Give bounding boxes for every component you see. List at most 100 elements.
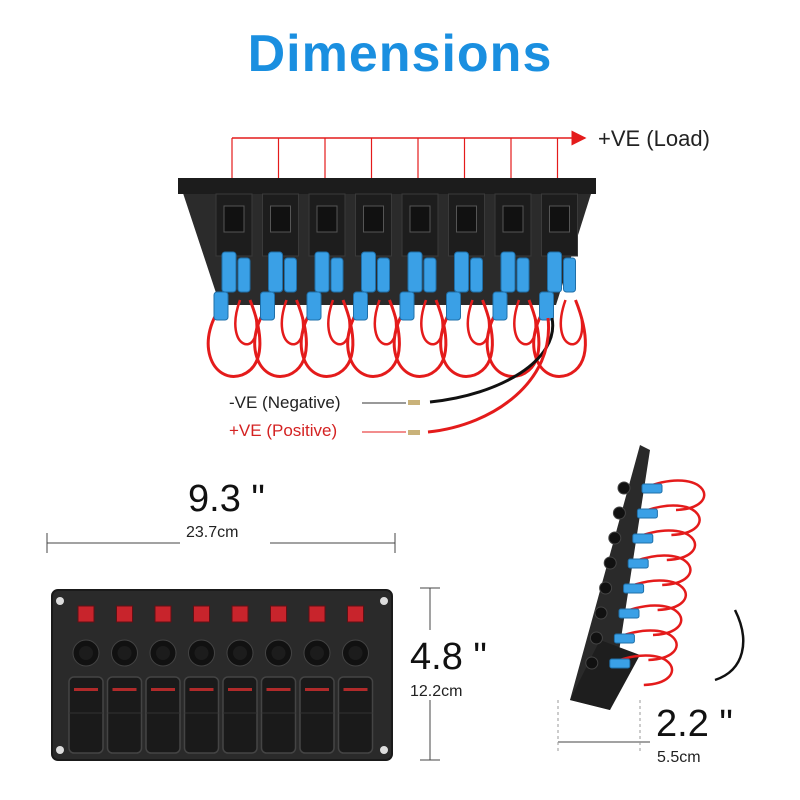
- width-dimension-line: [46, 533, 396, 553]
- side-fuse-knob: [617, 481, 631, 495]
- side-fuse-knob: [599, 581, 613, 595]
- depth-dimension-line: [557, 700, 650, 752]
- negative-label: -VE (Negative): [229, 393, 341, 412]
- blue-connector: [500, 251, 516, 293]
- wire-loop: [206, 299, 262, 378]
- switch-body: [262, 193, 299, 257]
- rocker-switches: [68, 676, 374, 754]
- switch-terminal: [549, 205, 570, 233]
- switch-terminal: [270, 205, 291, 233]
- depth-cm: 5.5cm: [657, 749, 701, 766]
- rocker-indicator: [343, 688, 368, 691]
- rocker-switch: [299, 676, 335, 754]
- blue-connector: [470, 257, 483, 293]
- rocker-indicator: [228, 688, 252, 691]
- blue-connector: [260, 291, 275, 321]
- fuse-cap: [310, 646, 324, 660]
- height-dimension-line: [420, 587, 440, 761]
- rocker-indicator: [112, 688, 137, 691]
- side-connector: [613, 633, 635, 644]
- rocker-switch: [145, 676, 181, 754]
- side-panel-view: [570, 445, 745, 710]
- blue-connector: [221, 251, 237, 293]
- blue-connector: [446, 291, 461, 321]
- wire-loop: [559, 299, 584, 346]
- led-indicator: [347, 605, 364, 623]
- switch-terminal: [409, 205, 431, 233]
- side-connectors: [609, 483, 663, 669]
- depth-inches: 2.2 ": [656, 703, 733, 745]
- blue-connector: [539, 291, 554, 321]
- side-fuse-knob: [608, 531, 622, 545]
- rocker-switch: [106, 676, 143, 754]
- side-connector: [641, 483, 663, 494]
- fuse-cap: [233, 646, 247, 660]
- side-panel: [570, 445, 650, 710]
- led-indicator: [77, 605, 95, 623]
- mount-hole: [56, 746, 64, 754]
- side-fuse-knobs: [585, 481, 631, 670]
- led-indicator: [193, 605, 210, 623]
- fuse-cap: [348, 646, 363, 660]
- led-indicator: [154, 605, 172, 623]
- fuse-cap: [156, 646, 170, 660]
- blue-connector: [306, 291, 322, 321]
- width-cm: 23.7cm: [186, 524, 239, 541]
- blue-connector: [399, 291, 415, 321]
- rocker-indicator: [74, 688, 98, 691]
- rear-wire-loops: [206, 299, 587, 378]
- height-cm: 12.2cm: [410, 683, 463, 700]
- switch-terminal: [363, 205, 384, 233]
- mount-hole: [380, 597, 388, 605]
- switch-terminal: [223, 205, 245, 233]
- blue-connector: [492, 291, 508, 321]
- rocker-indicator: [305, 688, 329, 691]
- height-inches: 4.8 ": [410, 636, 487, 678]
- rocker-switch: [260, 676, 297, 754]
- blue-connector: [268, 251, 283, 293]
- fuse-holders: [72, 639, 369, 667]
- wire-loop: [253, 299, 308, 378]
- led-indicator: [308, 605, 326, 623]
- switch-terminal: [316, 205, 338, 233]
- wire-loop: [439, 299, 494, 378]
- rocker-switch: [337, 676, 374, 754]
- side-connector: [623, 583, 645, 594]
- negative-lead-wire: [429, 317, 555, 404]
- blue-connector: [353, 291, 368, 321]
- rear-wiring-view: [178, 130, 596, 435]
- side-fuse-knob: [612, 506, 626, 520]
- blue-connector: [563, 257, 576, 293]
- positive-lead-tip: [408, 430, 420, 435]
- side-fuse-knob: [594, 606, 608, 620]
- side-fuse-knob: [603, 556, 617, 570]
- positive-label: +VE (Positive): [229, 421, 338, 440]
- mount-hole: [380, 746, 388, 754]
- fuse-cap: [194, 646, 209, 660]
- side-connector: [636, 508, 658, 519]
- blue-connector: [423, 257, 437, 293]
- wire-loop: [392, 299, 448, 378]
- fuse-cap: [79, 646, 93, 660]
- blue-connector: [361, 251, 376, 293]
- blue-connector: [237, 257, 251, 293]
- rear-panel-lip: [178, 178, 596, 194]
- fuse-cap: [117, 646, 132, 660]
- wire-loop: [532, 299, 587, 378]
- led-indicator: [270, 605, 287, 623]
- blue-connector: [284, 257, 297, 293]
- rocker-switch: [222, 676, 258, 754]
- blue-connector: [516, 257, 530, 293]
- switch-terminal: [456, 205, 477, 233]
- fuse-cap: [271, 646, 286, 660]
- switch-terminal: [502, 205, 524, 233]
- rocker-indicator: [266, 688, 291, 691]
- blue-connector: [377, 257, 390, 293]
- rear-switch-bodies: [215, 193, 578, 257]
- rocker-indicator: [189, 688, 214, 691]
- rocker-switch: [183, 676, 220, 754]
- rocker-indicator: [151, 688, 175, 691]
- led-indicators: [77, 605, 364, 623]
- wire-loop: [346, 299, 401, 378]
